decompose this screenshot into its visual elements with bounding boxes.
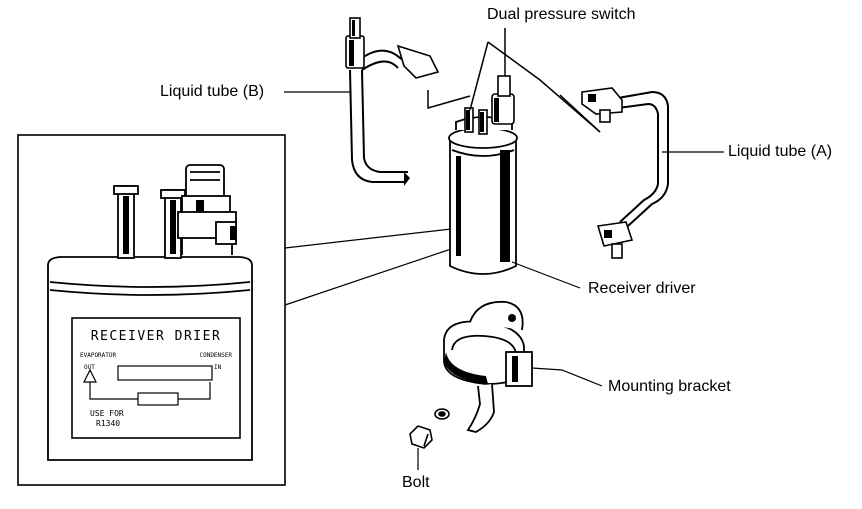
inset-detail-frame — [17, 134, 286, 486]
label-liquid-tube-b: Liquid tube (B) — [160, 83, 265, 100]
zoom-connector-lines — [284, 227, 461, 306]
plate-use-for: USE FOR — [90, 409, 124, 418]
liquid-tube-b-fittings — [345, 17, 440, 79]
liquid-tube-b — [349, 49, 413, 183]
liquid-tube-a — [617, 90, 669, 227]
plate-out-mark: OUT — [84, 364, 95, 371]
drier-port-shading — [466, 98, 499, 132]
plate-refrigerant: R1340 — [96, 419, 120, 428]
leader-mounting-bracket — [531, 367, 603, 387]
label-mounting-bracket: Mounting bracket — [608, 378, 731, 395]
plate-title: RECEIVER DRIER — [91, 329, 222, 344]
liquid-tube-a-shading — [588, 94, 612, 238]
plate-in-mark: IN — [214, 364, 222, 371]
drier-shading — [456, 150, 510, 262]
label-liquid-tube-a: Liquid tube (A) — [728, 143, 833, 160]
receiver-drier-label-plate — [71, 317, 241, 439]
liquid-tube-b-shading — [349, 20, 410, 186]
label-receiver-driver: Receiver driver — [588, 280, 696, 297]
mounting-bracket — [443, 300, 533, 433]
leader-lines — [284, 91, 724, 470]
liquid-tube-a-fittings — [581, 87, 634, 259]
label-bolt: Bolt — [402, 474, 430, 491]
pressure-switch-wire — [427, 28, 601, 133]
plate-condenser-label: CONDENSER — [199, 352, 232, 359]
plate-evaporator-label: EVAPORATOR — [80, 352, 117, 359]
washer-part — [434, 408, 450, 420]
mounting-bracket-shading — [444, 314, 518, 384]
inset-shading — [123, 196, 236, 254]
leader-receiver-driver — [511, 261, 581, 289]
label-dual-pressure-switch: Dual pressure switch — [487, 6, 636, 23]
bolt-part — [409, 425, 433, 449]
